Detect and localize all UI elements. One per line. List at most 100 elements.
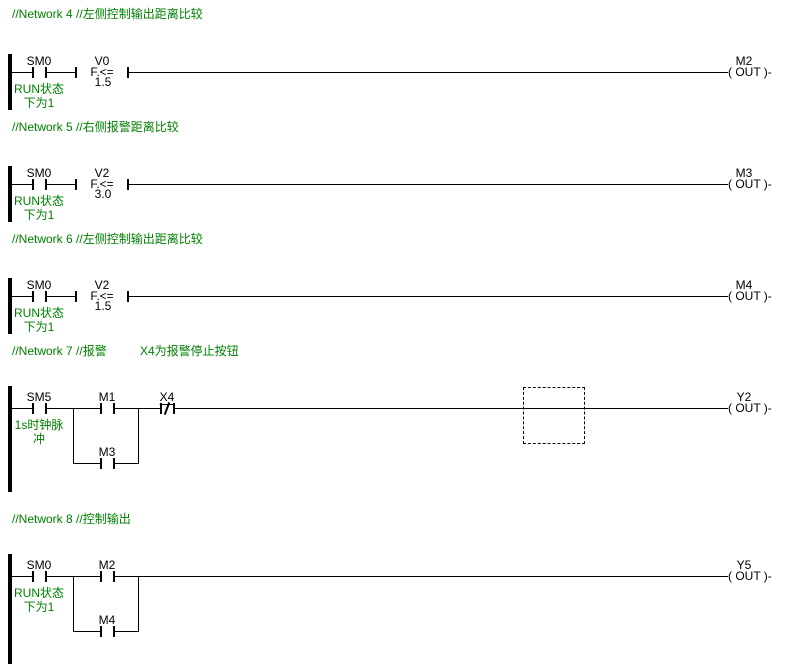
contact-bar-left <box>32 291 34 302</box>
compare-op: F.<= <box>90 65 114 79</box>
network-header-label: //Network 7 //报警 <box>12 344 107 358</box>
rung-wire <box>12 576 728 577</box>
rung-wire <box>12 72 728 73</box>
contact-label: M2 <box>98 558 116 572</box>
contact-gap <box>34 405 45 412</box>
contact-gap <box>102 573 113 580</box>
contact-bar-left <box>75 179 77 190</box>
contact-gap <box>34 69 45 76</box>
coil-text: ( OUT )- <box>728 289 772 303</box>
contact-label: M1 <box>98 390 116 404</box>
contact-comment: 冲 <box>32 432 46 446</box>
contact-bar-left <box>100 626 102 637</box>
contact-m2[interactable] <box>99 570 116 583</box>
contact-label: M4 <box>98 613 116 627</box>
compare-contact[interactable]: F.<= <box>75 178 129 191</box>
contact-gap <box>34 181 45 188</box>
coil-label: Y5 <box>736 558 752 572</box>
contact-gap <box>77 293 127 300</box>
compare-operand: V0 <box>94 54 110 68</box>
contact-comment: 下为1 <box>23 600 55 614</box>
branch-wire-right <box>138 576 139 632</box>
coil-label: M2 <box>735 54 753 68</box>
contact-bar-right <box>113 458 115 469</box>
contact-comment: 1s时钟脉 <box>14 418 64 432</box>
power-rail <box>8 386 12 492</box>
power-rail <box>8 278 12 334</box>
contact-bar-right <box>113 626 115 637</box>
contact-bar-left <box>160 403 162 414</box>
contact-bar-right <box>45 291 47 302</box>
contact-gap <box>102 460 113 467</box>
contact-sm0[interactable] <box>31 66 48 79</box>
contact-m4[interactable] <box>99 625 116 638</box>
contact-sm0[interactable] <box>31 290 48 303</box>
contact-bar-right <box>45 179 47 190</box>
contact-gap <box>34 293 45 300</box>
output-coil-m3[interactable]: ( OUT )- <box>728 178 772 190</box>
coil-label: M4 <box>735 278 753 292</box>
coil-text: ( OUT )- <box>728 65 772 79</box>
contact-bar-left <box>32 403 34 414</box>
contact-comment: RUN状态 <box>14 82 64 96</box>
compare-op: F.<= <box>90 289 114 303</box>
network-header-label: //Network 5 //右侧报警距离比较 <box>12 120 179 134</box>
compare-op: F.<= <box>90 177 114 191</box>
contact-gap <box>77 181 127 188</box>
power-rail <box>8 166 12 222</box>
contact-bar-right <box>173 403 175 414</box>
contact-bar-right <box>127 291 129 302</box>
rung-wire <box>12 408 728 409</box>
coil-text: ( OUT )- <box>728 177 772 191</box>
power-rail <box>8 554 12 664</box>
contact-gap <box>102 628 113 635</box>
compare-value: 1.5 <box>94 299 112 313</box>
network-header-label: //Network 4 //左侧控制输出距离比较 <box>12 7 203 21</box>
contact-label: SM0 <box>26 558 52 572</box>
contact-bar-left <box>75 291 77 302</box>
branch-wire-left <box>73 408 74 464</box>
coil-text: ( OUT )- <box>728 569 772 583</box>
contact-gap <box>77 69 127 76</box>
contact-bar-right <box>127 179 129 190</box>
contact-sm0[interactable] <box>31 570 48 583</box>
compare-value: 1.5 <box>94 75 112 89</box>
contact-bar-left <box>100 571 102 582</box>
output-coil-y2[interactable]: ( OUT )- <box>728 402 772 414</box>
contact-comment: 下为1 <box>23 320 55 334</box>
contact-bar-left <box>75 67 77 78</box>
power-rail <box>8 54 12 110</box>
contact-comment: 下为1 <box>23 96 55 110</box>
output-coil-m2[interactable]: ( OUT )- <box>728 66 772 78</box>
network-header: //Network 6 //左侧控制输出距离比较 <box>12 233 203 245</box>
contact-m3[interactable] <box>99 457 116 470</box>
contact-bar-right <box>45 571 47 582</box>
output-coil-y5[interactable]: ( OUT )- <box>728 570 772 582</box>
network-header: //Network 8 //控制输出 <box>12 513 131 525</box>
contact-m1[interactable] <box>99 402 116 415</box>
network-header: //Network 5 //右侧报警距离比较 <box>12 121 179 133</box>
compare-operand: V2 <box>94 166 110 180</box>
compare-operand: V2 <box>94 278 110 292</box>
compare-contact[interactable]: F.<= <box>75 66 129 79</box>
contact-label: M3 <box>98 445 116 459</box>
contact-bar-left <box>100 458 102 469</box>
network-header-extra: X4为报警停止按钮 <box>140 344 239 358</box>
contact-bar-right <box>113 571 115 582</box>
coil-label: M3 <box>735 166 753 180</box>
rung-wire <box>12 184 728 185</box>
contact-bar-left <box>100 403 102 414</box>
contact-sm5[interactable] <box>31 402 48 415</box>
contact-comment: RUN状态 <box>14 586 64 600</box>
contact-sm0[interactable] <box>31 178 48 191</box>
contact-x4[interactable] <box>159 402 176 415</box>
compare-contact[interactable]: F.<= <box>75 290 129 303</box>
coil-label: Y2 <box>736 390 752 404</box>
branch-wire-left <box>73 576 74 632</box>
network-header: //Network 7 //报警 X4为报警停止按钮 <box>12 344 239 358</box>
network-header-label: //Network 6 //左侧控制输出距离比较 <box>12 232 203 246</box>
output-coil-m4[interactable]: ( OUT )- <box>728 290 772 302</box>
network-header: //Network 4 //左侧控制输出距离比较 <box>12 8 203 20</box>
contact-bar-left <box>32 571 34 582</box>
contact-bar-right <box>45 67 47 78</box>
